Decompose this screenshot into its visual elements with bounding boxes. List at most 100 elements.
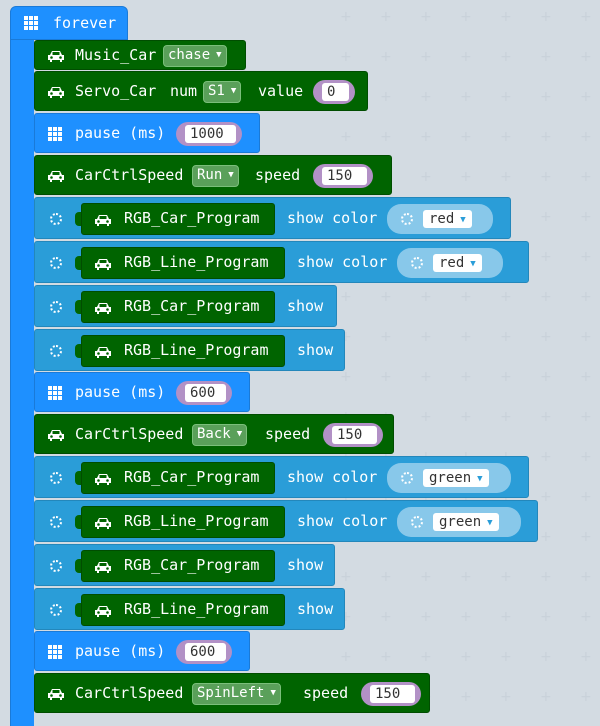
program-label: RGB_Car_Program — [124, 297, 260, 315]
color-dropdown[interactable]: red▼ — [423, 210, 472, 228]
grid-plus: + — [540, 129, 552, 145]
color-input[interactable]: green▼ — [397, 507, 521, 537]
grid-plus: + — [380, 49, 392, 65]
rgb-show-color-block[interactable]: RGB_Car_Program show color red▼ — [34, 197, 511, 239]
pause-block[interactable]: pause (ms) 1000 — [34, 113, 260, 153]
dropdown-value: Back — [197, 426, 231, 442]
program-label: RGB_Line_Program — [124, 600, 269, 618]
speed-input[interactable]: 150 — [323, 423, 383, 447]
spinner-icon — [411, 516, 423, 528]
pause-input[interactable]: 1000 — [176, 122, 242, 146]
grid-plus: + — [540, 569, 552, 585]
spinner-icon — [411, 257, 423, 269]
servo-dropdown[interactable]: S1▼ — [203, 81, 242, 103]
color-dropdown[interactable]: green▼ — [423, 469, 489, 487]
action-label: show color — [297, 253, 388, 271]
grid-plus: + — [340, 9, 352, 25]
action-label: show color — [287, 209, 378, 227]
grid-plus: + — [380, 369, 392, 385]
color-value: green — [439, 514, 482, 530]
grid-plus: + — [540, 89, 552, 105]
spinner-icon — [401, 213, 413, 225]
pause-input[interactable]: 600 — [176, 381, 232, 405]
pause-block[interactable]: pause (ms)600 — [34, 372, 250, 412]
grid-icon — [48, 645, 62, 659]
rgb-program-block[interactable]: RGB_Line_Program — [81, 247, 285, 279]
pause-value: 600 — [185, 643, 226, 661]
socket-nub — [75, 300, 81, 314]
grid-plus: + — [500, 329, 512, 345]
car-icon — [94, 603, 112, 617]
color-input[interactable]: red▼ — [387, 204, 493, 234]
chevron-down-icon: ▼ — [477, 474, 483, 484]
car-icon — [94, 212, 112, 226]
grid-plus: + — [340, 649, 352, 665]
socket-nub — [75, 256, 81, 270]
grid-plus: + — [460, 609, 472, 625]
dropdown-value: chase — [168, 47, 211, 63]
grid-plus: + — [580, 649, 592, 665]
grid-plus: + — [340, 609, 352, 625]
direction-dropdown[interactable]: Back ▼ — [192, 424, 248, 446]
socket-nub — [75, 559, 81, 573]
pause-block[interactable]: pause (ms)600 — [34, 631, 250, 671]
chevron-down-icon: ▼ — [470, 259, 476, 269]
direction-dropdown[interactable]: Run▼ — [192, 165, 239, 187]
rgb-program-block[interactable]: RGB_Line_Program — [81, 506, 285, 538]
grid-plus: + — [580, 369, 592, 385]
mode-dropdown[interactable]: chase▼ — [163, 45, 227, 67]
program-label: RGB_Line_Program — [124, 253, 269, 271]
spinner-icon — [50, 516, 62, 528]
rgb-program-block[interactable]: RGB_Line_Program — [81, 594, 285, 626]
color-value: red — [429, 211, 455, 227]
pause-label: pause (ms) — [75, 124, 166, 142]
speed-input[interactable]: 150 — [313, 164, 373, 188]
rgb-program-block[interactable]: RGB_Line_Program — [81, 335, 285, 367]
color-input[interactable]: red▼ — [397, 248, 503, 278]
direction-dropdown[interactable]: SpinLeft▼ — [192, 683, 281, 705]
rgb-program-block[interactable]: RGB_Car_Program — [81, 462, 275, 494]
grid-plus: + — [500, 689, 512, 705]
grid-plus: + — [380, 649, 392, 665]
car-icon — [94, 471, 112, 485]
car-icon — [47, 168, 65, 182]
grid-plus: + — [540, 689, 552, 705]
color-input[interactable]: green▼ — [387, 463, 511, 493]
chevron-down-icon: ▼ — [236, 429, 243, 439]
grid-plus: + — [460, 9, 472, 25]
rgb-program-block[interactable]: RGB_Car_Program — [81, 291, 275, 323]
rgb-show-color-block[interactable]: RGB_Line_Program show color green▼ — [34, 500, 538, 542]
car-icon — [94, 300, 112, 314]
car-icon — [47, 427, 65, 441]
rgb-program-block[interactable]: RGB_Car_Program — [81, 550, 275, 582]
value-label: value — [258, 82, 304, 100]
grid-plus: + — [380, 89, 392, 105]
forever-header[interactable]: forever — [10, 6, 128, 40]
grid-plus: + — [420, 609, 432, 625]
grid-plus: + — [540, 449, 552, 465]
speed-value: 150 — [370, 685, 415, 703]
dropdown-value: Run — [197, 167, 223, 183]
grid-plus: + — [540, 369, 552, 385]
grid-plus: + — [500, 129, 512, 145]
color-dropdown[interactable]: green▼ — [433, 513, 499, 531]
value-input[interactable]: 0 — [313, 80, 355, 104]
grid-plus: + — [580, 409, 592, 425]
pause-input[interactable]: 600 — [176, 640, 232, 664]
rgb-show-color-block[interactable]: RGB_Line_Program show color red▼ — [34, 241, 529, 283]
color-dropdown[interactable]: red▼ — [433, 254, 482, 272]
grid-plus: + — [540, 9, 552, 25]
rgb-program-block[interactable]: RGB_Car_Program — [81, 203, 275, 235]
action-label: show color — [297, 512, 388, 530]
speed-input[interactable]: 150 — [361, 682, 421, 706]
